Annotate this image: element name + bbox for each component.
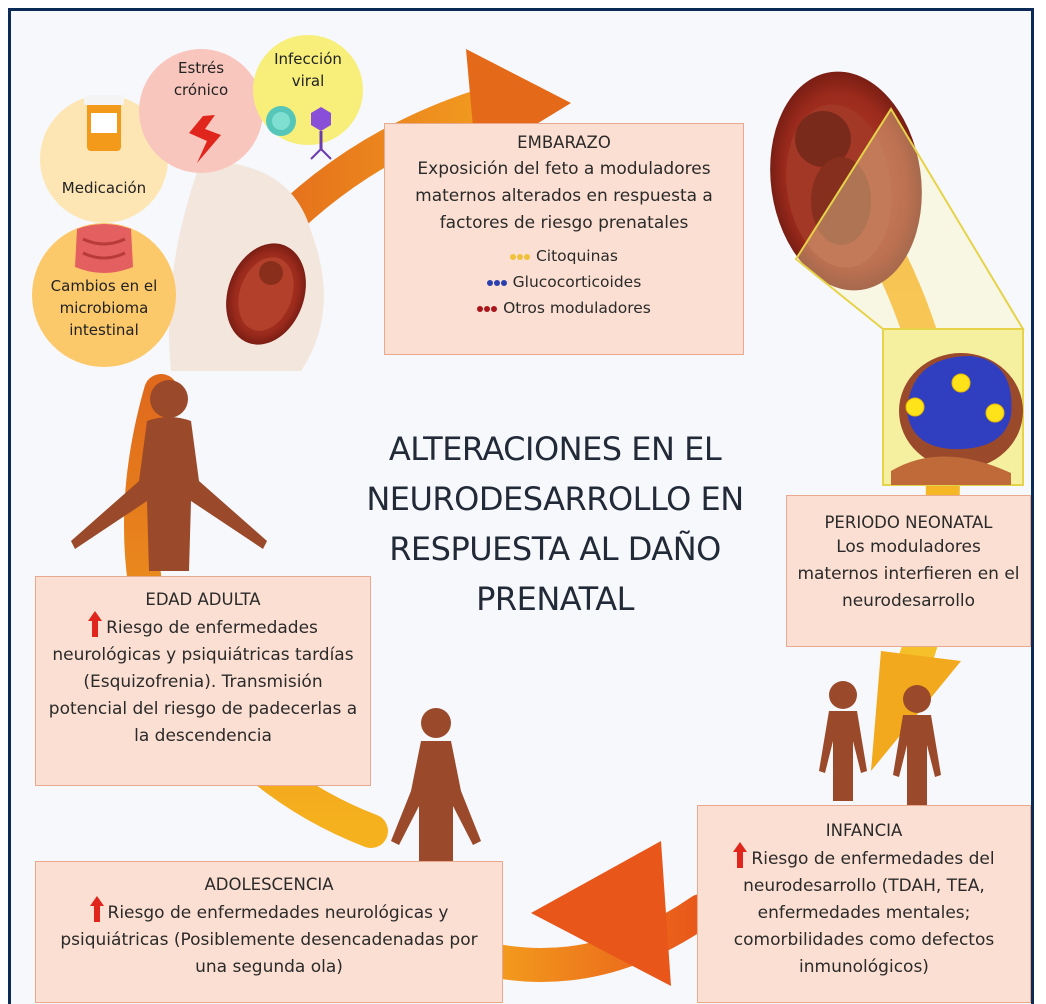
adulta-box: EDAD ADULTA Riesgo de enfermedades neuro… xyxy=(35,576,371,786)
intestine-icon xyxy=(75,224,133,273)
neonatal-box: PERIODO NEONATAL Los moduladores materno… xyxy=(786,495,1031,647)
modulator-cytokines-label: Citoquinas xyxy=(536,247,618,265)
embarazo-heading: EMBARAZO xyxy=(395,132,733,154)
infancia-body: Riesgo de enfermedades del neurodesarrol… xyxy=(708,842,1020,981)
medication-label: Medicación xyxy=(44,177,164,199)
infancia-heading: INFANCIA xyxy=(708,820,1020,842)
neonatal-text: Los moduladores maternos interfieren en … xyxy=(795,534,1022,615)
main-title: ALTERACIONES EN EL NEURODESARROLLO EN RE… xyxy=(351,424,759,624)
adolescencia-heading: ADOLESCENCIA xyxy=(50,874,488,896)
embarazo-box: EMBARAZO Exposición del feto a modulador… xyxy=(384,123,744,355)
adulta-body: Riesgo de enfermedades neurológicas y ps… xyxy=(46,611,360,750)
adolescencia-box: ADOLESCENCIA Riesgo de enfermedades neur… xyxy=(35,861,503,1003)
risk-up-arrow-icon xyxy=(88,611,102,637)
adult-figure xyxy=(71,380,267,571)
neonatal-heading: PERIODO NEONATAL xyxy=(795,512,1022,534)
modulator-glucocorticoids-label: Glucocorticoides xyxy=(513,273,642,291)
diagram-frame: Estrés crónico Infección viral Medicació… xyxy=(8,8,1034,1004)
modulator-glucocorticoids: Glucocorticoides xyxy=(395,269,733,295)
microbiome-label: Cambios en el microbioma intestinal xyxy=(39,275,169,341)
modulator-cytokines: Citoquinas xyxy=(395,243,733,269)
infancia-text: Riesgo de enfermedades del neurodesarrol… xyxy=(734,849,995,977)
viral-label: Infección viral xyxy=(269,48,347,92)
modulator-other-label: Otros moduladores xyxy=(503,299,651,317)
embarazo-text: Exposición del feto a moduladores matern… xyxy=(395,156,733,237)
adolescent-figure xyxy=(391,708,481,861)
risk-up-arrow-icon xyxy=(90,896,104,922)
adulta-text: Riesgo de enfermedades neurológicas y ps… xyxy=(49,618,357,746)
risk-up-arrow-icon xyxy=(733,842,747,868)
infancia-box: INFANCIA Riesgo de enfermedades del neur… xyxy=(697,805,1031,1003)
adolescencia-body: Riesgo de enfermedades neurológicas y ps… xyxy=(50,896,488,981)
modulator-other: Otros moduladores xyxy=(395,295,733,321)
adolescencia-text: Riesgo de enfermedades neurológicas y ps… xyxy=(60,903,477,977)
stress-label: Estrés crónico xyxy=(161,57,241,101)
adulta-heading: EDAD ADULTA xyxy=(46,589,360,611)
